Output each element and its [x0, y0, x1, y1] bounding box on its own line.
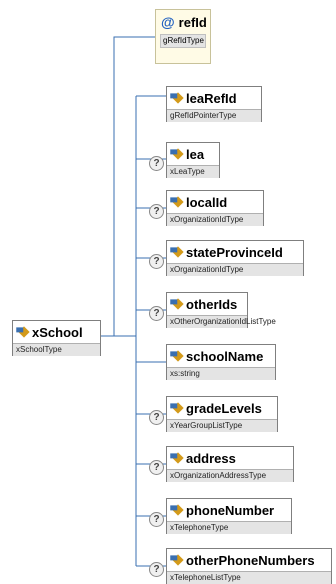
root-element-name: xSchool [32, 324, 83, 340]
child-element-lea[interactable]: lea xLeaType [166, 142, 220, 178]
element-icon [172, 196, 184, 208]
attribute-refid[interactable]: @ refId gRefIdType [155, 9, 211, 64]
child-element-stateprovinceid[interactable]: stateProvinceId xOrganizationIdType [166, 240, 304, 276]
element-icon [172, 92, 184, 104]
child-element-type: xTelephoneType [167, 521, 291, 534]
optional-question-icon: ? [149, 410, 164, 425]
child-element-gradelevels[interactable]: gradeLevels xYearGroupListType [166, 396, 278, 432]
element-icon [172, 402, 184, 414]
child-element-type: xs:string [167, 367, 275, 380]
child-element-name: otherIds [186, 296, 238, 312]
child-element-name: phoneNumber [186, 502, 275, 518]
element-icon [18, 326, 30, 338]
optional-question-icon: ? [149, 254, 164, 269]
element-icon [172, 298, 184, 310]
child-element-localid[interactable]: localId xOrganizationIdType [166, 190, 264, 226]
attribute-type: gRefIdType [160, 34, 206, 48]
child-element-name: otherPhoneNumbers [186, 552, 315, 568]
attribute-connector-line [100, 36, 155, 337]
child-element-name: gradeLevels [186, 400, 262, 416]
optional-question-icon: ? [149, 204, 164, 219]
child-element-otherids[interactable]: otherIds xOtherOrganizationIdListType [166, 292, 276, 328]
optional-question-icon: ? [149, 306, 164, 321]
attribute-icon: @ [161, 14, 175, 30]
child-element-type: xOrganizationAddressType [167, 469, 293, 482]
child-element-address[interactable]: address xOrganizationAddressType [166, 446, 294, 482]
root-element-type: xSchoolType [13, 343, 100, 356]
child-element-otherphonenumbers[interactable]: otherPhoneNumbers xTelephoneListType [166, 548, 332, 584]
child-element-name: address [186, 450, 236, 466]
root-element-xschool[interactable]: xSchool xSchoolType [12, 320, 101, 356]
element-icon [172, 554, 184, 566]
child-element-name: leaRefId [186, 90, 237, 106]
optional-question-icon: ? [149, 562, 164, 577]
element-icon [172, 452, 184, 464]
child-element-type: xTelephoneListType [167, 571, 331, 584]
optional-question-icon: ? [149, 460, 164, 475]
element-icon [172, 350, 184, 362]
element-icon [172, 246, 184, 258]
element-icon [172, 504, 184, 516]
element-icon [172, 148, 184, 160]
child-element-type: gRefIdPointerType [167, 109, 261, 122]
child-element-name: schoolName [186, 348, 264, 364]
child-element-schoolname[interactable]: schoolName xs:string [166, 344, 276, 380]
child-element-phonenumber[interactable]: phoneNumber xTelephoneType [166, 498, 292, 534]
child-element-type: xYearGroupListType [167, 419, 277, 432]
child-element-type: xOtherOrganizationIdListType [167, 315, 276, 328]
child-element-name: stateProvinceId [186, 244, 283, 260]
child-element-type: xOrganizationIdType [167, 213, 263, 226]
child-element-learefid[interactable]: leaRefId gRefIdPointerType [166, 86, 262, 122]
attribute-name: refId [178, 14, 207, 30]
optional-question-icon: ? [149, 156, 164, 171]
child-element-type: xLeaType [167, 165, 219, 178]
child-element-type: xOrganizationIdType [167, 263, 303, 276]
child-element-name: lea [186, 146, 205, 162]
child-element-name: localId [186, 194, 228, 210]
optional-question-icon: ? [149, 512, 164, 527]
